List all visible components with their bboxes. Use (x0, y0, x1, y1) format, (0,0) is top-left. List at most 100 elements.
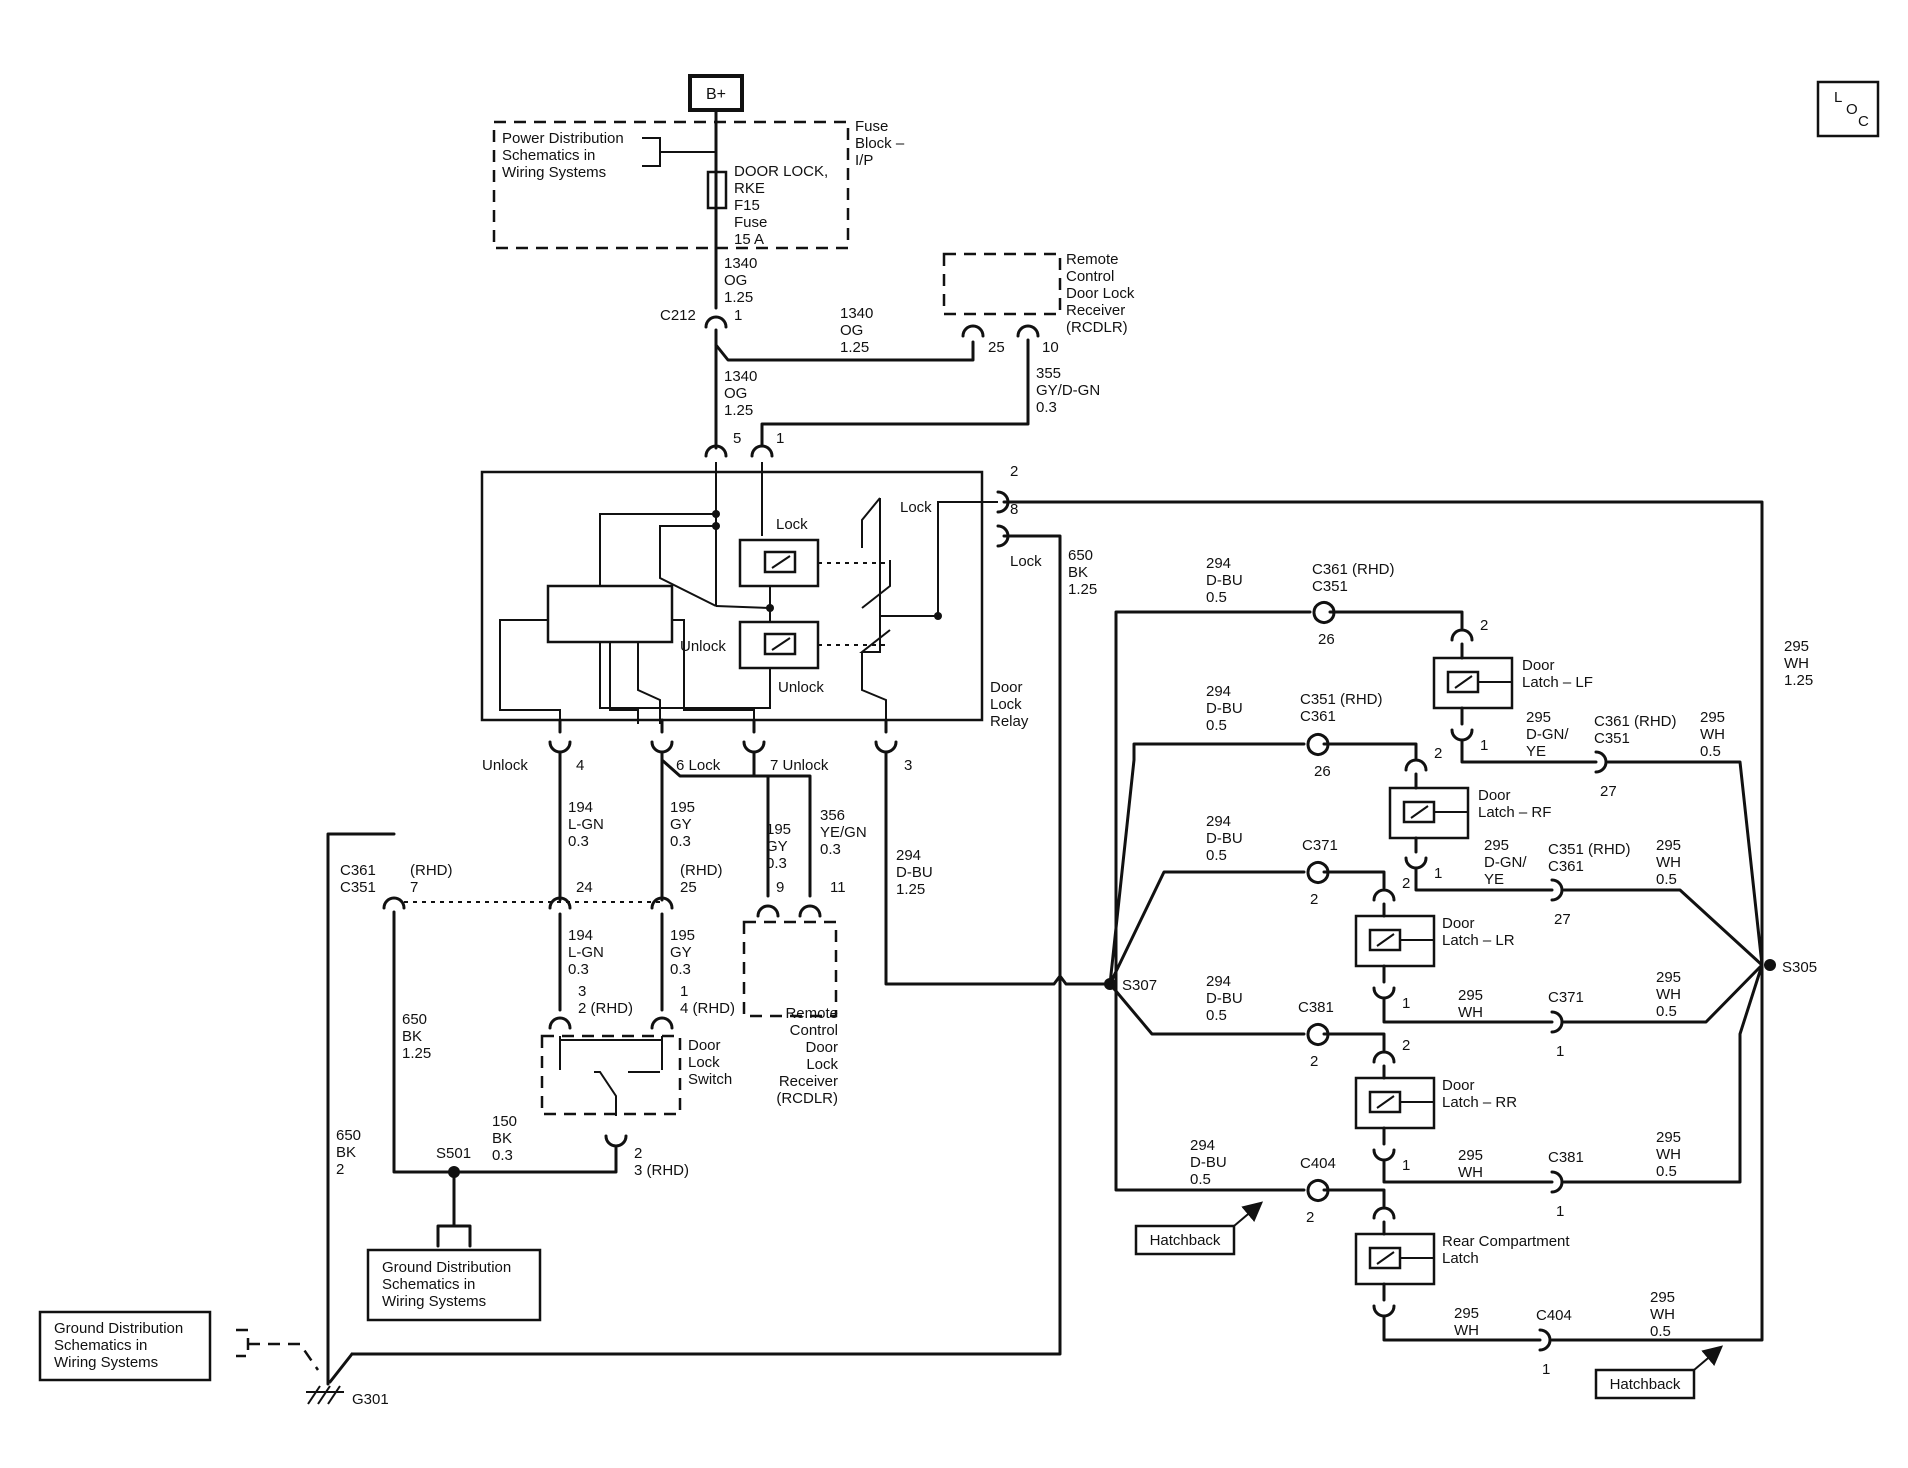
pin-1-lr-out: 1 (1556, 1043, 1564, 1060)
gd-center-3: Wiring Systems (382, 1293, 486, 1310)
fuse-block-label3: I/P (855, 152, 873, 169)
door-lock-switch-2: Lock (688, 1054, 720, 1071)
wire-195-b-1: 195 (766, 821, 791, 838)
loc-o: O (1846, 101, 1858, 118)
wire-1340-a-3: 1.25 (724, 289, 753, 306)
wire-1340-a-1: 1340 (724, 255, 757, 272)
wire-1340-c-3: 1.25 (724, 402, 753, 419)
c404-out-label: C404 (1536, 1307, 1572, 1324)
switch-pin-4-rhd: 4 (RHD) (680, 1000, 735, 1017)
wire-194-b-2: L-GN (568, 944, 604, 961)
pin-24-label: 24 (576, 879, 593, 896)
wire-295wh-rf-1: 295 (1656, 837, 1681, 854)
wire-295wh-lr-1: 295 (1656, 969, 1681, 986)
g301-label: G301 (352, 1391, 389, 1408)
wire-194-b-3: 0.3 (568, 961, 589, 978)
pin-7-unlock-label: 7 Unlock (770, 757, 829, 774)
fuse-label1: DOOR LOCK, (734, 163, 828, 180)
wire-294-lf-1: 294 (1206, 555, 1231, 572)
wire-294-rf-1: 294 (1206, 683, 1231, 700)
wire-295-rr-1: 295 (1458, 1147, 1483, 1164)
fuse-label3: F15 (734, 197, 760, 214)
location-icon: L O C (1816, 80, 1880, 138)
c212-pin: 1 (734, 307, 742, 324)
wire-1340-b-1: 1340 (840, 305, 873, 322)
wire-295wh-rf-3: 0.5 (1656, 871, 1677, 888)
rhd-left-label: (RHD) (410, 862, 453, 879)
pin-26-lf: 26 (1318, 631, 1335, 648)
wire-295wh-lf-2: WH (1700, 726, 1725, 743)
pin-9-label: 9 (776, 879, 784, 896)
relay-pin-5: 5 (733, 430, 741, 447)
wire-1340-b-3: 1.25 (840, 339, 869, 356)
rcdlr-top-3: Door Lock (1066, 285, 1135, 302)
wire-650-c-2: BK (336, 1144, 356, 1161)
wire-294-lr-1: 294 (1206, 813, 1231, 830)
wire-194-a-2: L-GN (568, 816, 604, 833)
c371-lr-label: C371 (1302, 837, 1338, 854)
wire-294-a-1: 294 (896, 847, 921, 864)
relay-pin-2: 2 (1010, 463, 1018, 480)
pin-1-rr-out: 1 (1556, 1203, 1564, 1220)
rcdlr-bottom-outline (742, 920, 838, 1018)
c371-lr-out: C371 (1548, 989, 1584, 1006)
lock-right-label: Lock (1010, 553, 1042, 570)
wire-295wh-rr-1: 295 (1656, 1129, 1681, 1146)
c381-rr-out-connector (1550, 1170, 1564, 1194)
ground-distribution-ref-center (366, 1248, 542, 1322)
wire-295-rf-2: D-GN/ (1484, 854, 1527, 871)
lr-top-pin (1372, 888, 1396, 902)
wire-295-lf-1: 295 (1526, 709, 1551, 726)
relay-right-pins (996, 490, 1010, 548)
c361-c351-connectors (382, 896, 822, 918)
c371-lr-out-connector (1550, 1010, 1564, 1034)
wire-356-2: YE/GN (820, 824, 867, 841)
rcdlr-top-2: Control (1066, 268, 1114, 285)
c361-rf-out: C361 (1548, 858, 1584, 875)
wire-295-hb-2: WH (1454, 1322, 1479, 1339)
wire-650-a-2: BK (1068, 564, 1088, 581)
wire-195-c-2: GY (670, 944, 692, 961)
pin-2-lr-connector: 2 (1310, 891, 1318, 908)
rcdlr-bottom-2: Control (790, 1022, 838, 1039)
lf-pin-2: 2 (1480, 617, 1488, 634)
c351-lf-out: C351 (1594, 730, 1630, 747)
wire-195-a-1: 195 (670, 799, 695, 816)
wire-294-rf-2: D-BU (1206, 700, 1243, 717)
pin-2-hb: 2 (1306, 1209, 1314, 1226)
wire-294-a-2: D-BU (896, 864, 933, 881)
pin-25-label: 25 (680, 879, 697, 896)
lock-coil-label: Lock (776, 516, 808, 533)
pin-6-lock-label: 6 Lock (676, 757, 721, 774)
wire-294-a-3: 1.25 (896, 881, 925, 898)
switch-pin-2: 2 (634, 1145, 642, 1162)
wire-1340-b-2: OG (840, 322, 863, 339)
wire-650-c-3: 2 (336, 1161, 344, 1178)
rear-compartment-1: Rear Compartment (1442, 1233, 1570, 1250)
wire-194-a-1: 194 (568, 799, 593, 816)
c212-connector (704, 315, 728, 329)
hatchback-left-label: Hatchback (1150, 1232, 1221, 1249)
rcdlr-top-pins (961, 324, 1040, 338)
wire-294-rr-1: 294 (1206, 973, 1231, 990)
rr-pin-1: 1 (1402, 1157, 1410, 1174)
c404-out-connector (1538, 1328, 1552, 1352)
wire-356-3: 0.3 (820, 841, 841, 858)
rcdlr-bottom-5: Receiver (779, 1073, 838, 1090)
loc-c: C (1858, 113, 1869, 130)
wire-295wh-lr-3: 0.5 (1656, 1003, 1677, 1020)
door-lock-relay-label3: Relay (990, 713, 1029, 730)
door-lock-switch-outline (540, 1034, 682, 1116)
gd-left-1: Ground Distribution (54, 1320, 183, 1337)
wire-355-3: 0.3 (1036, 399, 1057, 416)
gd-left-3: Wiring Systems (54, 1354, 158, 1371)
c212-label: C212 (660, 307, 696, 324)
door-lock-relay-label1: Door (990, 679, 1023, 696)
wire-150-3: 0.3 (492, 1147, 513, 1164)
wire-294-lr-3: 0.5 (1206, 847, 1227, 864)
switch-pin-1: 1 (680, 983, 688, 1000)
wire-295-rf-1: 295 (1484, 837, 1509, 854)
wire-294-rf-3: 0.5 (1206, 717, 1227, 734)
wire-295-rf-3: YE (1484, 871, 1504, 888)
wire-650-b-3: 1.25 (402, 1045, 431, 1062)
